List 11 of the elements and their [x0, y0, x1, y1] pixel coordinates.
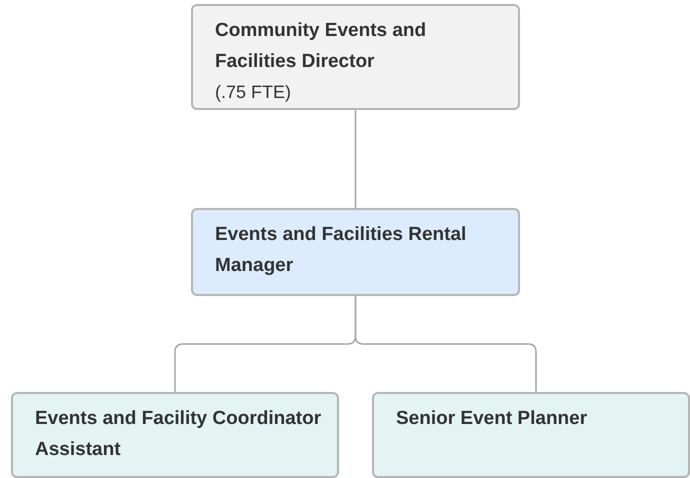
role-title: Senior Event Planner	[396, 407, 588, 431]
connector-line	[354, 296, 537, 392]
role-title: Events and Facility Coordinator Assistant	[35, 407, 322, 462]
role-title: Community Events and Facilities Director	[215, 19, 428, 74]
role-box	[11, 392, 339, 478]
role-box	[372, 392, 690, 478]
connector-line	[354, 110, 356, 208]
role-note: (.75 FTE)	[215, 81, 292, 104]
role-box	[191, 208, 520, 296]
role-title: Events and Facilities Rental Manager	[215, 223, 468, 278]
role-box	[191, 4, 520, 110]
